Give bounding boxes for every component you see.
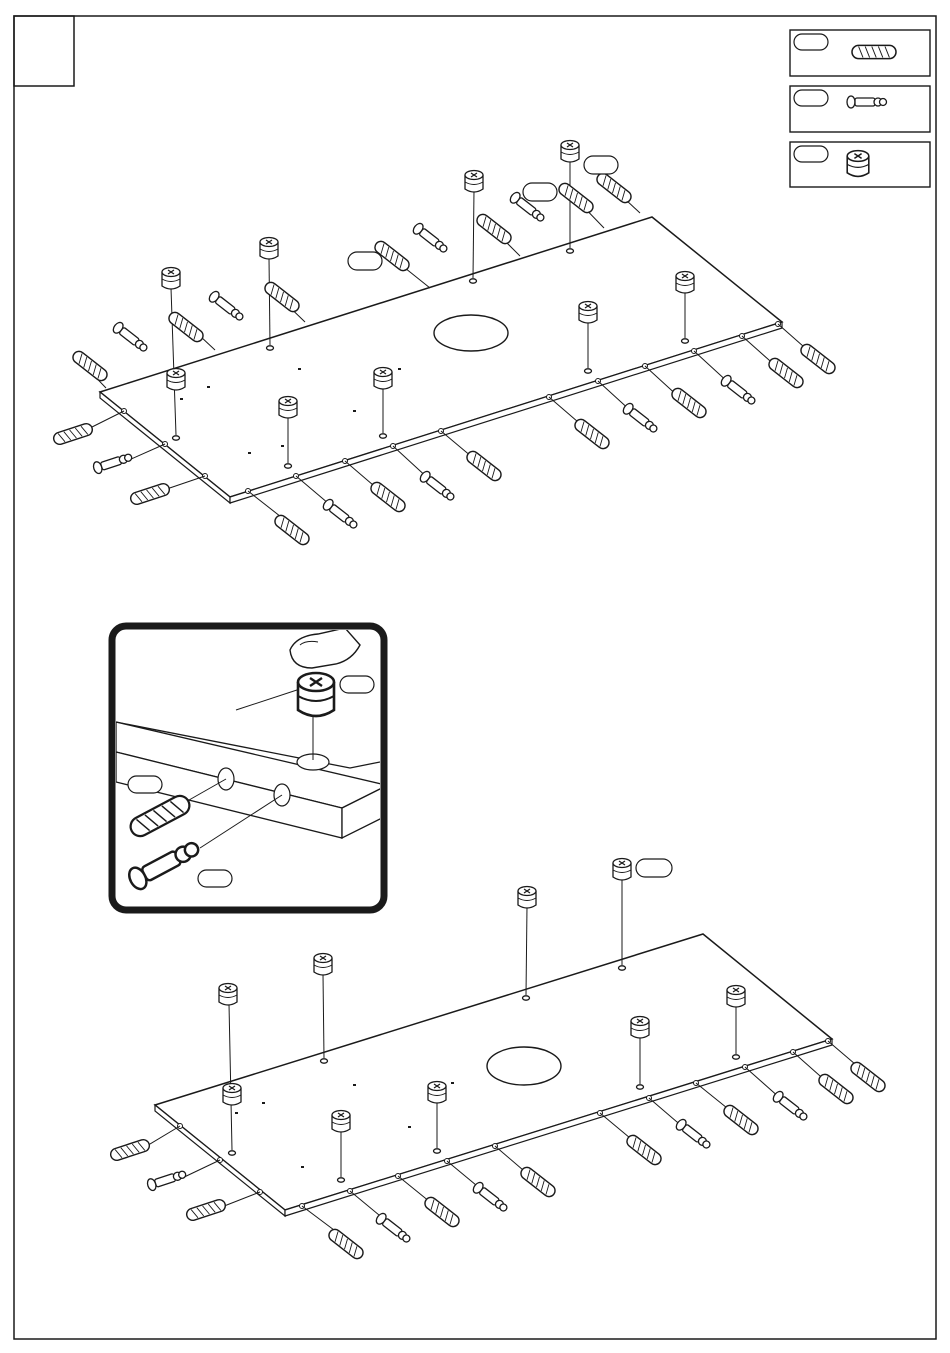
- bottom-callout-pill-cam: [636, 859, 672, 877]
- detail-callout-pill-cam: [340, 676, 374, 693]
- insertion-detail: [112, 626, 390, 910]
- top-panel: [52, 141, 837, 548]
- callout-pill-bolt: [523, 183, 557, 201]
- cam-lock-nut-icon: [847, 151, 869, 177]
- bottom-panel: [109, 859, 887, 1262]
- legend-label-pill: [794, 34, 828, 50]
- detail-callout-pill-bolt: [198, 870, 232, 887]
- bottom-panel-center-hole: [487, 1047, 561, 1085]
- top-panel-center-hole: [434, 315, 508, 351]
- detail-callout-pill-dowel: [128, 776, 162, 793]
- step-number-box: [14, 16, 74, 86]
- legend-label-pill: [794, 146, 828, 162]
- callout-pill-cam: [584, 156, 618, 174]
- legend-label-pill: [794, 90, 828, 106]
- detail-cam-lock-nut-icon: [298, 673, 334, 716]
- callout-pill-dowel: [348, 252, 382, 270]
- wooden-dowel-icon: [852, 45, 896, 58]
- parts-legend: [790, 30, 930, 187]
